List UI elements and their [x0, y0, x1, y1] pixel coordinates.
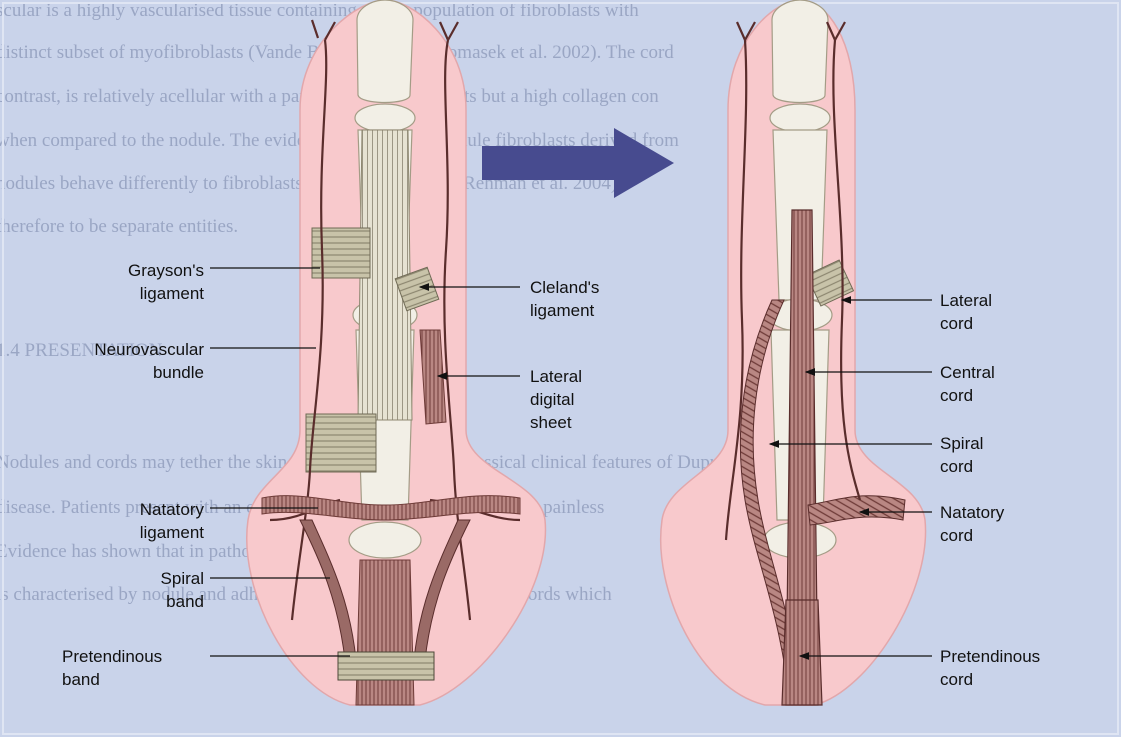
label-line: Spiral — [161, 569, 204, 588]
graysons-ligament-label: Grayson's ligament — [128, 261, 204, 303]
label-line: Natatory — [940, 503, 1005, 522]
label-line: Neurovascular — [94, 340, 204, 359]
label-line: ligament — [140, 284, 205, 303]
natatory-ligament-label: Natatory ligament — [140, 500, 205, 542]
label-line: Spiral — [940, 434, 983, 453]
neurovascular-bundle-label: Neurovascular bundle — [94, 340, 204, 382]
label-line: Natatory — [140, 500, 205, 519]
pretendinous-cord-shape — [782, 600, 822, 705]
clelands-ligament-label: Cleland's ligament — [530, 278, 599, 320]
label-line: Grayson's — [128, 261, 204, 280]
label-line: Pretendinous — [940, 647, 1040, 666]
spiral-cord-label: Spiral cord — [940, 434, 983, 476]
lower-band-shape — [306, 414, 376, 472]
label-line: cord — [940, 314, 973, 333]
label-line: Pretendinous — [62, 647, 162, 666]
label-line: band — [62, 670, 100, 689]
transition-arrow-icon — [482, 128, 674, 198]
label-line: bundle — [153, 363, 204, 382]
lateral-digital-sheet-label: Lateral digital sheet — [530, 367, 582, 432]
spiral-band-label: Spiral band — [161, 569, 204, 611]
right-finger — [661, 0, 926, 705]
label-line: band — [166, 592, 204, 611]
lateral-cord-label: Lateral cord — [940, 291, 992, 333]
label-line: Cleland's — [530, 278, 599, 297]
label-line: digital — [530, 390, 574, 409]
left-finger — [247, 0, 546, 705]
pretendinous-band-label: Pretendinous band — [62, 647, 162, 689]
central-cord-label: Central cord — [940, 363, 995, 405]
palmar-fascia-shape — [338, 652, 434, 680]
pretendinous-cord-label: Pretendinous cord — [940, 647, 1040, 689]
label-line: cord — [940, 386, 973, 405]
label-line: cord — [940, 670, 973, 689]
label-line: sheet — [530, 413, 572, 432]
label-line: Lateral — [530, 367, 582, 386]
label-line: Central — [940, 363, 995, 382]
natatory-cord-label: Natatory cord — [940, 503, 1005, 545]
label-line: ligament — [530, 301, 595, 320]
label-line: cord — [940, 457, 973, 476]
pretendinous-band-shape — [356, 560, 414, 705]
label-line: Lateral — [940, 291, 992, 310]
label-line: ligament — [140, 523, 205, 542]
label-line: cord — [940, 526, 973, 545]
